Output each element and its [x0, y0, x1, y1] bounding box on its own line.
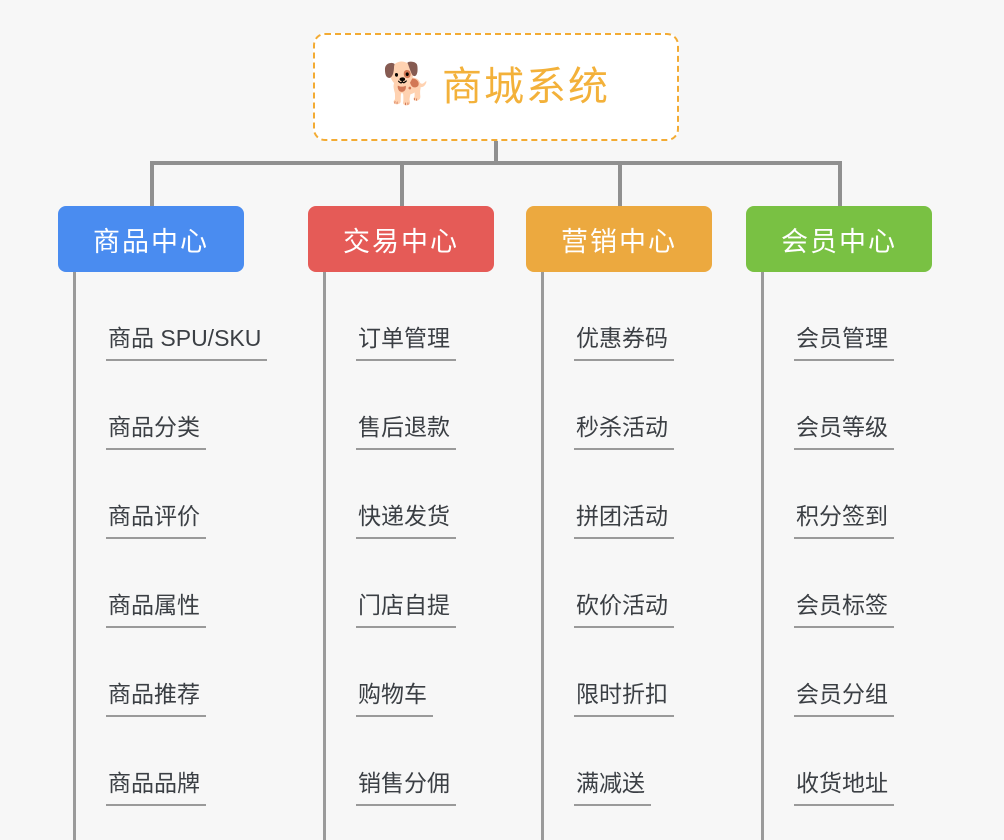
connector-trunk-product: [73, 272, 76, 840]
shiba-dog-face-icon: 🐕: [382, 62, 432, 106]
branch-label: 会员中心: [781, 226, 897, 257]
branch-items-marketing: 优惠券码 秒杀活动 拼团活动 砍价活动 限时折扣 满减送: [541, 272, 712, 840]
list-item-label: 优惠券码: [574, 327, 674, 361]
list-item-label: 快递发货: [356, 505, 456, 539]
list-item[interactable]: 砍价活动: [541, 539, 712, 628]
list-item-label: 限时折扣: [574, 683, 674, 717]
list-item[interactable]: 优惠券码: [541, 272, 712, 361]
list-item[interactable]: 销售分佣: [323, 717, 494, 806]
root-node[interactable]: 🐕 商城系统: [313, 33, 679, 141]
list-item-label: 砍价活动: [574, 594, 674, 628]
branch-items-member: 会员管理 会员等级 积分签到 会员标签 会员分组 收货地址: [761, 272, 932, 840]
list-item[interactable]: 快递发货: [323, 450, 494, 539]
root-title: 商城系统: [442, 65, 610, 109]
list-item[interactable]: 满减送: [541, 717, 712, 806]
branch-trade: 交易中心 订单管理 售后退款 快递发货 门店自提 购物车 销售分佣: [308, 206, 494, 840]
list-item-label: 会员管理: [794, 327, 894, 361]
list-item-label: 门店自提: [356, 594, 456, 628]
connector-trunk-trade: [323, 272, 326, 840]
connector-root-stem: [494, 141, 498, 163]
list-item-label: 会员标签: [794, 594, 894, 628]
list-item-label: 收货地址: [794, 772, 894, 806]
branch-header-product[interactable]: 商品中心: [58, 206, 244, 272]
connector-drop-member: [838, 161, 842, 206]
list-item[interactable]: 商品属性: [73, 539, 244, 628]
connector-horizontal-bus: [150, 161, 840, 165]
list-item-label: 拼团活动: [574, 505, 674, 539]
list-item[interactable]: 商品分类: [73, 361, 244, 450]
list-item-label: 商品属性: [106, 594, 206, 628]
list-item-label: 销售分佣: [356, 772, 456, 806]
list-item-label: 购物车: [356, 683, 433, 717]
list-item[interactable]: 限时折扣: [541, 628, 712, 717]
list-item-label: 积分签到: [794, 505, 894, 539]
list-item[interactable]: 商品推荐: [73, 628, 244, 717]
list-item-label: 秒杀活动: [574, 416, 674, 450]
list-item[interactable]: 订单管理: [323, 272, 494, 361]
list-item[interactable]: 商品评价: [73, 450, 244, 539]
list-item[interactable]: 售后退款: [323, 361, 494, 450]
branch-product: 商品中心 商品 SPU/SKU 商品分类 商品评价 商品属性 商品推荐 商品品牌: [58, 206, 268, 840]
connector-drop-product: [150, 161, 154, 206]
list-item-label: 会员分组: [794, 683, 894, 717]
list-item-label: 商品推荐: [106, 683, 206, 717]
list-item-label: 商品品牌: [106, 772, 206, 806]
list-item[interactable]: 会员管理: [761, 272, 932, 361]
list-item[interactable]: 门店自提: [323, 539, 494, 628]
list-item-label: 商品评价: [106, 505, 206, 539]
branch-header-member[interactable]: 会员中心: [746, 206, 932, 272]
connector-trunk-marketing: [541, 272, 544, 840]
list-item-label: 订单管理: [356, 327, 456, 361]
list-item-label: 会员等级: [794, 416, 894, 450]
list-item[interactable]: 会员分组: [761, 628, 932, 717]
branch-header-trade[interactable]: 交易中心: [308, 206, 494, 272]
branch-items-trade: 订单管理 售后退款 快递发货 门店自提 购物车 销售分佣: [323, 272, 494, 840]
branch-items-product: 商品 SPU/SKU 商品分类 商品评价 商品属性 商品推荐 商品品牌: [73, 272, 268, 840]
connector-drop-trade: [400, 161, 404, 206]
connector-drop-marketing: [618, 161, 622, 206]
list-item-label: 商品 SPU/SKU: [106, 327, 268, 361]
list-item[interactable]: 积分签到: [761, 450, 932, 539]
branch-label: 商品中心: [93, 226, 209, 257]
branch-label: 营销中心: [561, 226, 677, 257]
list-item[interactable]: 商品 SPU/SKU: [73, 272, 268, 361]
connector-trunk-member: [761, 272, 764, 840]
branch-member: 会员中心 会员管理 会员等级 积分签到 会员标签 会员分组 收货地址: [746, 206, 932, 840]
list-item[interactable]: 购物车: [323, 628, 494, 717]
list-item[interactable]: 会员标签: [761, 539, 932, 628]
branch-header-marketing[interactable]: 营销中心: [526, 206, 712, 272]
list-item-label: 满减送: [574, 772, 651, 806]
list-item[interactable]: 收货地址: [761, 717, 932, 806]
branch-marketing: 营销中心 优惠券码 秒杀活动 拼团活动 砍价活动 限时折扣 满减送: [526, 206, 712, 840]
list-item[interactable]: 拼团活动: [541, 450, 712, 539]
branch-label: 交易中心: [343, 226, 459, 257]
list-item-label: 商品分类: [106, 416, 206, 450]
list-item-label: 售后退款: [356, 416, 456, 450]
list-item[interactable]: 秒杀活动: [541, 361, 712, 450]
list-item[interactable]: 会员等级: [761, 361, 932, 450]
list-item[interactable]: 商品品牌: [73, 717, 244, 806]
